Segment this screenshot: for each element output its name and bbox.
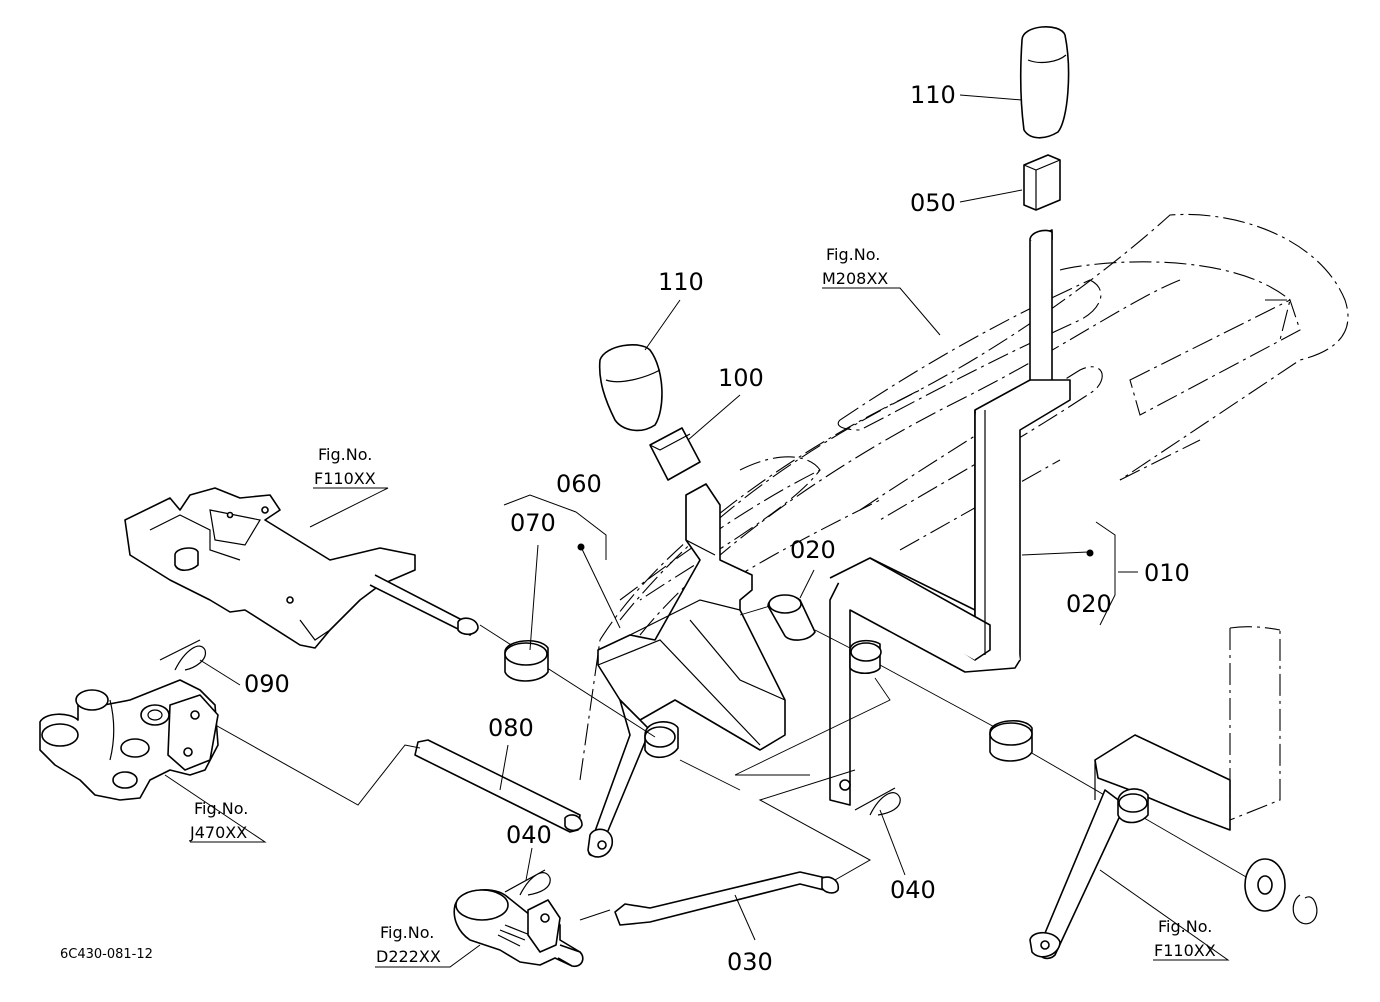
callout-rod-080: 080 [488,714,534,742]
callout-knob-right: 110 [910,81,956,109]
fig-ref-f110-top-code: F110XX [314,469,376,488]
callout-pin-040-right: 040 [890,876,936,904]
fig-ref-f110-top-label: Fig.No. [318,445,372,464]
callout-collar-mid: 020 [790,536,836,564]
fig-ref-j470-code: J470XX [189,823,247,842]
fig-ref-m208-code: M208XX [822,269,888,288]
left-grip-100 [649,427,701,481]
callout-lever-right-a: 010 [1144,559,1190,587]
left-lever-060 [587,483,786,858]
right-grip-050 [1023,154,1061,211]
right-lever-010 [767,229,1071,806]
fig-ref-f110-bottom-code: F110XX [1154,941,1216,960]
cotter-pin-090 [159,639,207,671]
figure-references: Fig.No. M208XX Fig.No. F110XX Fig.No. J4… [189,245,1216,966]
fig-ref-m208-label: Fig.No. [826,245,880,264]
cotter-pin-040-left [504,869,551,896]
plate-f110-top [124,487,479,649]
callout-pin-040-left: 040 [506,821,552,849]
callout-rod-030: 030 [727,948,773,976]
cylinder-d222 [453,889,584,968]
valve-block-j470 [39,679,219,801]
callout-lever-right-b: 020 [1066,590,1112,618]
callout-knob-left: 110 [658,268,704,296]
fig-ref-d222-code: D222XX [376,947,441,966]
shaft-axes [479,605,1261,886]
diagram-code: 6C430-081-12 [60,947,153,962]
callout-lever-left-a: 060 [556,470,602,498]
callout-grip-right: 050 [910,189,956,217]
collar-020-right [989,720,1033,762]
fig-ref-d222-label: Fig.No. [380,923,434,942]
callout-lever-left-b: 070 [510,509,556,537]
collar-070 [504,640,549,682]
left-knob-110 [598,344,663,432]
callout-pin-090: 090 [244,670,290,698]
fig-ref-j470-label: Fig.No. [194,799,248,818]
cotter-pin-040-right [854,787,901,816]
lever-f110-bottom [1029,626,1281,960]
callout-grip-left: 100 [718,364,764,392]
rod-030 [579,769,872,926]
washer [1244,858,1286,912]
leader-lines [164,94,1230,968]
snap-ring [1292,894,1318,925]
right-knob-110 [1019,25,1070,139]
callout-labels: 110 050 110 100 060 070 020 010 020 090 … [244,81,1190,976]
fig-ref-f110-bottom-label: Fig.No. [1158,917,1212,936]
rod-080 [209,721,583,833]
